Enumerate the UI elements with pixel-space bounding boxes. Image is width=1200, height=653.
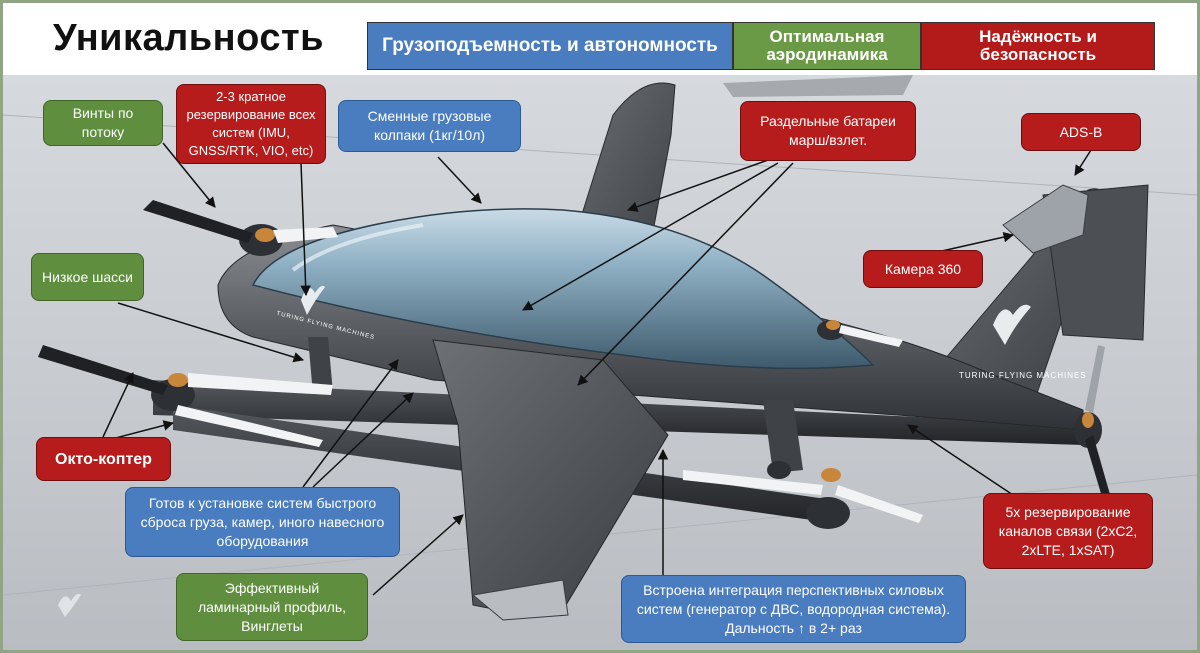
motor-rear-lower bbox=[683, 468, 923, 529]
adsb-antenna bbox=[1002, 184, 1089, 254]
callout-laminar-profile: Эффективный ламинарный профиль, Винглеты bbox=[176, 573, 368, 641]
callout-low-gear: Низкое шасси bbox=[31, 253, 144, 301]
callout-camera-360: Камера 360 bbox=[863, 250, 983, 288]
category-safety: Надёжность и безопасность bbox=[921, 22, 1155, 70]
arrow-gear bbox=[117, 302, 305, 363]
callout-redundancy: 2-3 кратное резервирование всех систем (… bbox=[176, 84, 326, 164]
diagram-stage: TURING FLYING MACHINES TURING FLYING MAC… bbox=[3, 75, 1197, 650]
slide-header: Уникальность Грузоподъемность и автономн… bbox=[3, 3, 1197, 75]
motor-rear-upper bbox=[767, 461, 791, 479]
canopy bbox=[251, 208, 875, 370]
callout-adsb: ADS-B bbox=[1021, 113, 1141, 151]
arrow-props bbox=[162, 142, 216, 208]
callout-cargo-caps: Сменные грузовые колпаки (1кг/10л) bbox=[338, 100, 521, 152]
arrow-adsb bbox=[1074, 149, 1092, 176]
motor-mid bbox=[817, 320, 903, 347]
arrow-profile bbox=[372, 514, 464, 596]
arrow-octo-1 bbox=[102, 372, 134, 438]
canopy-highlight bbox=[291, 223, 424, 272]
winglet bbox=[471, 579, 569, 621]
landing-gear-rear bbox=[763, 400, 803, 473]
bird-logo-tail bbox=[993, 304, 1031, 345]
callout-power-integration: Встроена интеграция перспективных силовы… bbox=[621, 575, 966, 643]
arrow-redundancy bbox=[300, 162, 311, 297]
callout-octocopter: Окто-коптер bbox=[36, 437, 171, 481]
callout-comm-redundancy: 5x резервирование каналов связи (2xC2, 2… bbox=[983, 493, 1153, 569]
bird-logo-corner bbox=[58, 593, 81, 617]
top-right-propeller bbox=[723, 75, 913, 97]
tail-branding: TURING FLYING MACHINES bbox=[959, 371, 1087, 380]
category-load-autonomy: Грузоподъемность и автономность bbox=[367, 22, 733, 70]
motor-tail bbox=[1074, 345, 1113, 507]
motor-front-upper bbox=[143, 200, 338, 256]
callout-props: Винты по потоку bbox=[43, 100, 163, 146]
arrow-batteries-1 bbox=[627, 159, 769, 212]
landing-gear-front bbox=[308, 337, 333, 395]
arrow-batteries-3 bbox=[577, 162, 794, 386]
arrow-caps bbox=[437, 156, 482, 204]
arrow-links bbox=[907, 424, 1014, 496]
arrow-batteries-2 bbox=[522, 162, 779, 311]
callout-batteries: Раздельные батареи марш/взлет. bbox=[740, 101, 916, 161]
motor-front-lower bbox=[38, 345, 333, 447]
arrow-mount-2 bbox=[312, 392, 414, 488]
arrow-mount-1 bbox=[302, 359, 399, 488]
slide-title: Уникальность bbox=[53, 17, 324, 59]
drone-illustration bbox=[3, 75, 1197, 621]
category-aerodynamics: Оптимальная аэродинамика bbox=[733, 22, 921, 70]
callout-mount-ready: Готов к установке систем быстрого сброса… bbox=[125, 487, 400, 557]
